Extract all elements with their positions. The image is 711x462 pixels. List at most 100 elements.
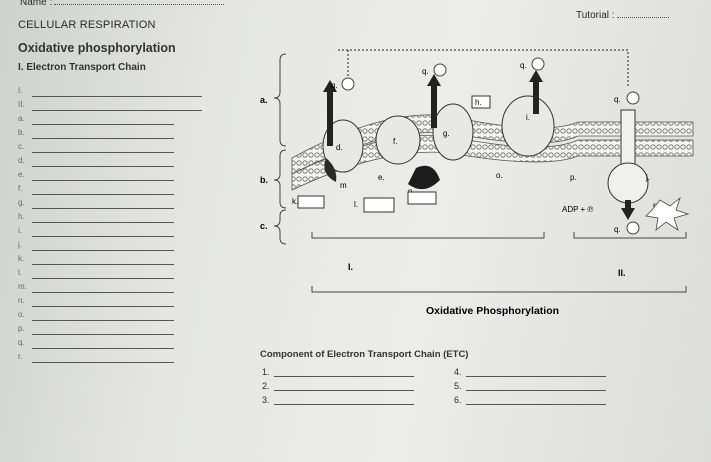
answer-line-label: a. — [18, 114, 25, 123]
tutorial-label: Tutorial : — [576, 10, 615, 21]
proton-arrow-2 — [431, 84, 437, 128]
answer-line[interactable]: m. — [18, 282, 198, 296]
component-item[interactable]: 6. — [454, 395, 606, 405]
tutorial-blank[interactable] — [616, 17, 669, 18]
answer-blank[interactable] — [32, 264, 174, 265]
answer-blank[interactable] — [32, 194, 174, 195]
answer-blank[interactable] — [32, 96, 202, 97]
label-g: g. — [443, 129, 450, 138]
component-item[interactable]: 5. — [454, 381, 606, 391]
answer-line[interactable]: II. — [18, 100, 202, 114]
component-blank[interactable] — [465, 390, 606, 391]
answer-line[interactable]: o. — [18, 310, 198, 324]
answer-line[interactable]: n. — [18, 296, 198, 310]
proton-path — [338, 49, 629, 88]
side-label-b: b. — [260, 175, 268, 185]
name-label: Name : — [20, 0, 53, 8]
etc-diagram: a. b. c. q. q. q. q. q. h. d. f. g. i. j… — [260, 49, 694, 317]
answer-blank[interactable] — [32, 250, 174, 251]
answer-line[interactable]: p. — [18, 324, 198, 338]
answer-line-label: I. — [18, 86, 23, 95]
label-p: p. — [570, 173, 577, 182]
answer-blank[interactable] — [32, 180, 174, 181]
component-blank[interactable] — [273, 404, 414, 405]
q-label-1: q. — [331, 81, 338, 90]
label-m: m — [340, 181, 347, 190]
component-number: 3. — [262, 395, 270, 405]
answer-blank[interactable] — [32, 236, 174, 237]
answer-line[interactable]: q. — [18, 338, 198, 352]
answer-line[interactable]: f. — [18, 184, 198, 198]
atp-synthase-head — [607, 162, 649, 204]
group-one-label: I. — [348, 262, 353, 272]
answer-blank[interactable] — [32, 334, 174, 335]
component-number: 5. — [454, 381, 462, 391]
component-item[interactable]: 1. — [262, 367, 414, 377]
component-blank[interactable] — [273, 376, 414, 377]
bracket-whole — [311, 286, 687, 293]
answer-line[interactable]: d. — [18, 156, 198, 170]
answer-blank[interactable] — [32, 306, 174, 307]
name-blank[interactable] — [54, 4, 225, 5]
answer-line-label: q. — [18, 338, 25, 347]
name-field[interactable]: Name : — [20, 0, 225, 8]
answer-line-label: n. — [18, 296, 25, 305]
answer-line[interactable]: j. — [18, 240, 198, 254]
component-item[interactable]: 3. — [262, 395, 414, 405]
label-k: k. — [292, 197, 298, 206]
answer-line[interactable]: a. — [18, 114, 198, 128]
complex-g — [432, 103, 474, 161]
adp-label: ADP + ℗ — [562, 205, 593, 214]
q-circle-2 — [433, 63, 447, 77]
q-circle-5 — [626, 221, 640, 235]
answer-list: I. II.a. b.c. d.e. f.g.h.i.j. k.l. m. n. o. p.q. r… — [18, 86, 202, 366]
q-circle-4 — [626, 91, 640, 105]
answer-blank[interactable] — [32, 362, 174, 363]
answer-line-label: m. — [18, 282, 27, 291]
q-circle-1 — [341, 77, 355, 91]
answer-line-label: l. — [18, 268, 22, 277]
answer-line[interactable]: b. — [18, 128, 198, 142]
answer-blank[interactable] — [32, 166, 174, 167]
answer-line-label: j. — [18, 240, 22, 249]
answer-line[interactable]: I. — [18, 86, 202, 100]
answer-blank[interactable] — [32, 348, 174, 349]
component-blank[interactable] — [273, 390, 414, 391]
tutorial-field[interactable]: Tutorial : — [576, 10, 669, 21]
component-item[interactable]: 4. — [454, 367, 606, 377]
answer-line[interactable]: l. — [18, 268, 198, 282]
box-n — [407, 191, 437, 205]
side-label-c: c. — [260, 221, 268, 231]
proton-arrow-4 — [625, 200, 631, 214]
answer-line-label: o. — [18, 310, 25, 319]
label-i: i. — [526, 113, 530, 122]
answer-line[interactable]: h. — [18, 212, 198, 226]
answer-line-label: c. — [18, 142, 25, 151]
answer-line[interactable]: k. — [18, 254, 198, 268]
answer-line[interactable]: e. — [18, 170, 198, 184]
component-item[interactable]: 2. — [262, 381, 414, 391]
answer-blank[interactable] — [32, 124, 174, 125]
answer-blank[interactable] — [32, 222, 174, 223]
answer-line[interactable]: i. — [18, 226, 198, 240]
answer-line[interactable]: c. — [18, 142, 198, 156]
answer-blank[interactable] — [32, 292, 174, 293]
q-label-2: q. — [422, 67, 429, 76]
label-f: f. — [393, 137, 397, 146]
bracket-group-1 — [311, 232, 545, 239]
answer-line[interactable]: r. — [18, 352, 198, 366]
component-blank[interactable] — [465, 404, 606, 405]
q-label-5: q. — [614, 225, 621, 234]
answer-blank[interactable] — [32, 278, 174, 279]
component-blank[interactable] — [465, 376, 606, 377]
answer-line-label: e. — [18, 170, 25, 179]
answer-line[interactable]: g. — [18, 198, 198, 212]
q-label-4: q. — [614, 95, 621, 104]
components-title: Component of Electron Transport Chain (E… — [260, 349, 469, 360]
diagram-caption: Oxidative Phosphorylation — [426, 305, 559, 317]
answer-blank[interactable] — [32, 152, 174, 153]
answer-blank[interactable] — [32, 320, 174, 321]
answer-blank[interactable] — [32, 138, 174, 139]
answer-blank[interactable] — [32, 110, 202, 111]
answer-blank[interactable] — [32, 208, 174, 209]
